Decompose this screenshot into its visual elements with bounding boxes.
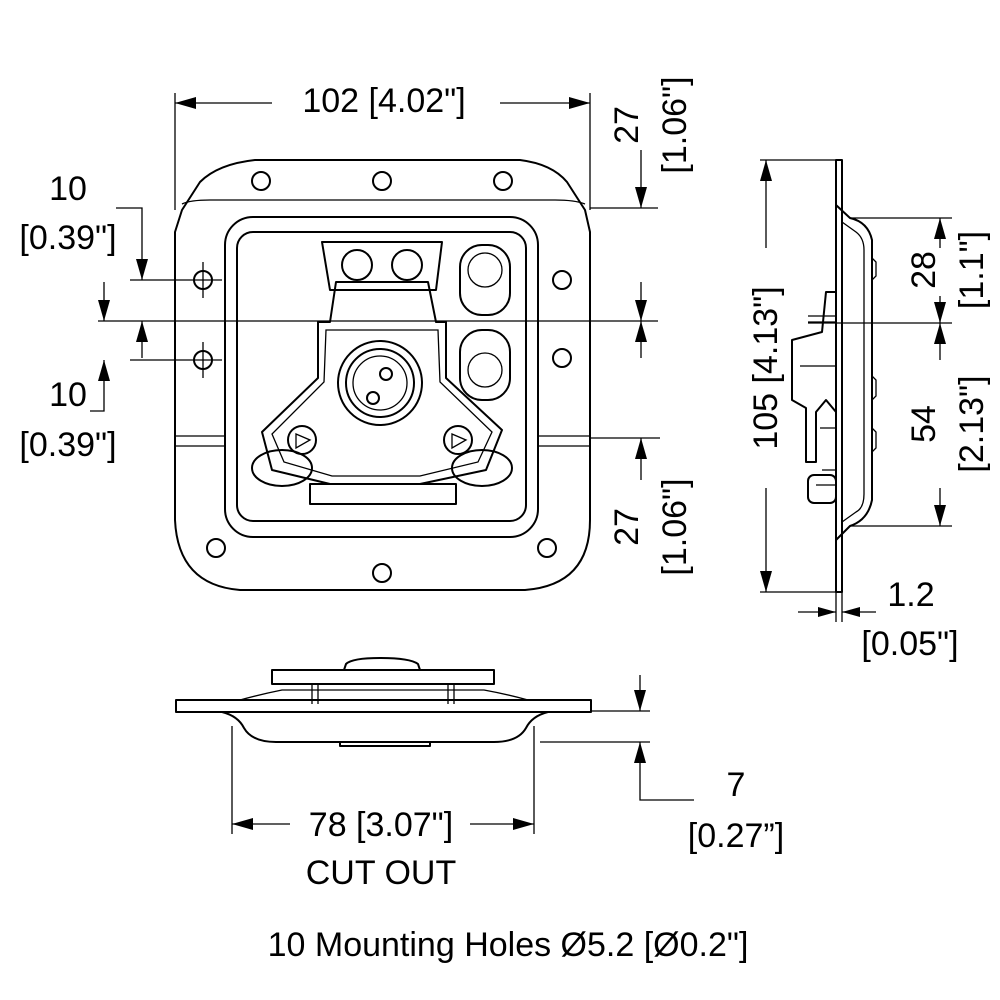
lock-cylinder-ring — [345, 348, 415, 418]
dish-outer — [224, 216, 539, 538]
mounting-hole — [206, 538, 226, 558]
arrow — [513, 818, 534, 830]
arrow — [136, 259, 148, 280]
side-dish-inner — [841, 221, 865, 523]
depth-mm-label: 7 — [727, 766, 746, 804]
arrow — [934, 302, 946, 323]
bottom-dimensions — [231, 675, 694, 834]
rivet-left-mark — [295, 433, 312, 450]
slot-hole-upper — [459, 244, 511, 316]
slot-hole-lower — [459, 329, 511, 401]
bottom-offset-in-label: [1.06"] — [656, 478, 694, 575]
slot-hole-lower-inner — [467, 352, 503, 388]
keeper-hole — [391, 249, 423, 281]
front-width-label: 102 [4.02"] — [302, 82, 465, 120]
side-upper-mm-label: 28 — [905, 251, 943, 289]
side-nub — [871, 257, 877, 453]
arrow — [635, 187, 647, 208]
bottom-lock-cap — [343, 657, 421, 671]
arrow — [934, 218, 946, 239]
side-upper-in-label: [1.1"] — [953, 231, 991, 309]
arrow — [98, 360, 110, 381]
top-band-line — [181, 199, 586, 205]
top-offset-in-label: [1.06"] — [656, 76, 694, 173]
side-flange — [835, 159, 843, 593]
arrow — [934, 505, 946, 526]
arrow — [569, 97, 590, 109]
mounting-holes-note: 10 Mounting Holes Ø5.2 [Ø0.2"] — [268, 926, 749, 964]
hole-spacing-top-mm-label: 10 — [49, 170, 87, 208]
bottom-dish — [221, 711, 549, 743]
front-dimensions — [90, 93, 660, 480]
arrow — [934, 323, 946, 344]
lock-cylinder-core — [352, 355, 408, 411]
rivet-left — [287, 425, 317, 455]
side-height-label: 105 [4.13"] — [747, 286, 785, 449]
side-dimensions — [760, 159, 952, 622]
cutout-label: CUT OUT — [306, 854, 456, 892]
arrow — [635, 300, 647, 321]
lever-lip — [309, 483, 457, 505]
dimension-labels: 102 [4.02"] 27 [1.06"] 27 [1.06"] 10 [0.… — [19, 76, 991, 964]
mounting-hole — [552, 348, 572, 368]
thickness-in-label: [0.05"] — [861, 625, 958, 663]
boss-right — [451, 449, 513, 487]
bottom-offset-mm-label: 27 — [608, 508, 646, 546]
arrow — [760, 160, 772, 181]
hole-spacing-bottom-in-label: [0.39"] — [19, 426, 116, 464]
side-lock-body — [807, 474, 837, 504]
lock-pin — [379, 367, 393, 381]
arrow — [635, 321, 647, 342]
arrow — [98, 300, 110, 321]
rivet-right-mark — [451, 433, 468, 450]
side-dish — [835, 204, 873, 541]
mounting-hole — [251, 171, 271, 191]
mounting-hole — [372, 563, 392, 583]
bottom-view — [175, 657, 592, 747]
hole-spacing-bottom-mm-label: 10 — [49, 376, 87, 414]
hole-spacing-top-in-label: [0.39"] — [19, 219, 116, 257]
side-latch-detail — [800, 315, 836, 486]
arrow — [634, 690, 646, 711]
lock-pin — [366, 391, 380, 405]
rivet-right — [443, 425, 473, 455]
arrow — [634, 742, 646, 763]
keeper-plate — [321, 241, 443, 291]
arrow — [635, 438, 647, 459]
outer-flange — [174, 159, 591, 591]
top-offset-mm-label: 27 — [608, 106, 646, 144]
side-lower-mm-label: 54 — [905, 405, 943, 443]
side-lower-in-label: [2.13"] — [953, 375, 991, 472]
front-view — [174, 159, 591, 591]
thickness-mm-label: 1.2 — [887, 576, 934, 614]
depth-in-label: [0.27”] — [688, 817, 784, 855]
mounting-hole — [493, 171, 513, 191]
bottom-dish-inner — [239, 689, 529, 701]
dish-inner — [236, 231, 527, 522]
bottom-lock-base — [339, 742, 431, 747]
arrow — [175, 97, 196, 109]
mounting-hole — [552, 270, 572, 290]
lock-cylinder-outer — [337, 340, 423, 426]
side-latch-arm — [791, 291, 837, 463]
bottom-flange — [175, 699, 592, 713]
boss-left — [251, 449, 313, 487]
bottom-posts — [311, 684, 455, 704]
lever-inner — [271, 329, 493, 477]
bottom-lever-plate — [271, 669, 495, 685]
arrow — [760, 571, 772, 592]
arrow — [136, 321, 148, 342]
cutout-width-label: 78 [3.07"] — [309, 806, 453, 844]
arrow — [818, 607, 836, 617]
keeper-hole — [341, 249, 373, 281]
side-view — [791, 159, 877, 593]
mounting-hole — [537, 538, 557, 558]
arrow — [842, 607, 860, 617]
arrow — [232, 818, 253, 830]
slot-hole-upper-inner — [467, 252, 503, 288]
mounting-hole — [372, 171, 392, 191]
